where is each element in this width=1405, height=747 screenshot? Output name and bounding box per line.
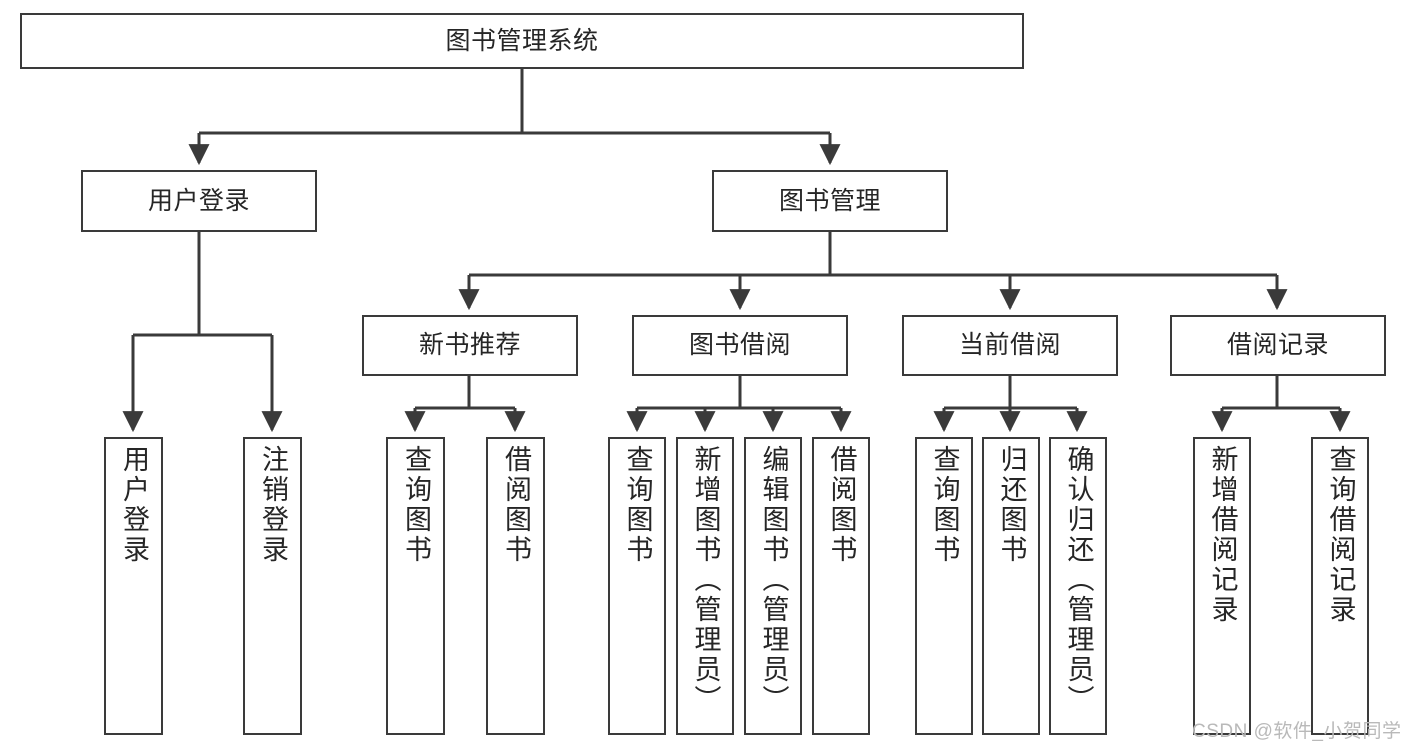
- node-root-system[interactable]: 图书管理系统: [20, 13, 1024, 69]
- leaf-query-book-current[interactable]: 查询图书: [915, 437, 973, 735]
- node-label: 图书管理系统: [445, 26, 599, 55]
- csdn-watermark: CSDN @软件_小贺同学: [1192, 721, 1402, 742]
- leaf-confirm-return-admin[interactable]: 确认归还（管理员）: [1049, 437, 1107, 735]
- node-label: 用户登录: [119, 445, 149, 565]
- node-user-login[interactable]: 用户登录: [81, 170, 317, 232]
- node-label: 确认归还（管理员）: [1063, 445, 1094, 715]
- node-label: 注销登录: [258, 445, 288, 565]
- node-label: 查询图书: [622, 445, 653, 565]
- node-label: 查询图书: [929, 445, 960, 565]
- node-label: 新书推荐: [418, 331, 521, 360]
- leaf-query-book-recommend[interactable]: 查询图书: [386, 437, 445, 735]
- node-label: 查询图书: [401, 445, 431, 565]
- leaf-edit-book-admin[interactable]: 编辑图书（管理员）: [744, 437, 802, 735]
- node-current-borrow[interactable]: 当前借阅: [902, 315, 1118, 376]
- node-borrow-records[interactable]: 借阅记录: [1170, 315, 1386, 376]
- node-label: 新增借阅记录: [1207, 445, 1238, 625]
- leaf-add-book-admin[interactable]: 新增图书（管理员）: [676, 437, 734, 735]
- node-label: 图书管理: [778, 186, 881, 215]
- node-label: 新增图书（管理员）: [690, 445, 721, 715]
- leaf-return-book[interactable]: 归还图书: [982, 437, 1040, 735]
- node-new-book-recommend[interactable]: 新书推荐: [362, 315, 578, 376]
- node-book-borrow[interactable]: 图书借阅: [632, 315, 848, 376]
- leaf-user-login[interactable]: 用户登录: [104, 437, 163, 735]
- node-label: 编辑图书（管理员）: [758, 445, 789, 715]
- node-label: 用户登录: [147, 186, 250, 215]
- leaf-query-borrow-record[interactable]: 查询借阅记录: [1311, 437, 1369, 735]
- node-label: 当前借阅: [958, 331, 1061, 360]
- node-label: 借阅图书: [826, 445, 857, 565]
- node-label: 归还图书: [996, 445, 1027, 565]
- leaf-logout[interactable]: 注销登录: [243, 437, 302, 735]
- leaf-query-book-borrow[interactable]: 查询图书: [608, 437, 666, 735]
- leaf-borrow-book[interactable]: 借阅图书: [812, 437, 870, 735]
- node-label: 借阅图书: [501, 445, 531, 565]
- node-book-management[interactable]: 图书管理: [712, 170, 948, 232]
- leaf-add-borrow-record[interactable]: 新增借阅记录: [1193, 437, 1251, 735]
- node-label: 图书借阅: [688, 331, 791, 360]
- leaf-borrow-book-recommend[interactable]: 借阅图书: [486, 437, 545, 735]
- node-label: 借阅记录: [1226, 331, 1329, 360]
- node-label: 查询借阅记录: [1325, 445, 1356, 625]
